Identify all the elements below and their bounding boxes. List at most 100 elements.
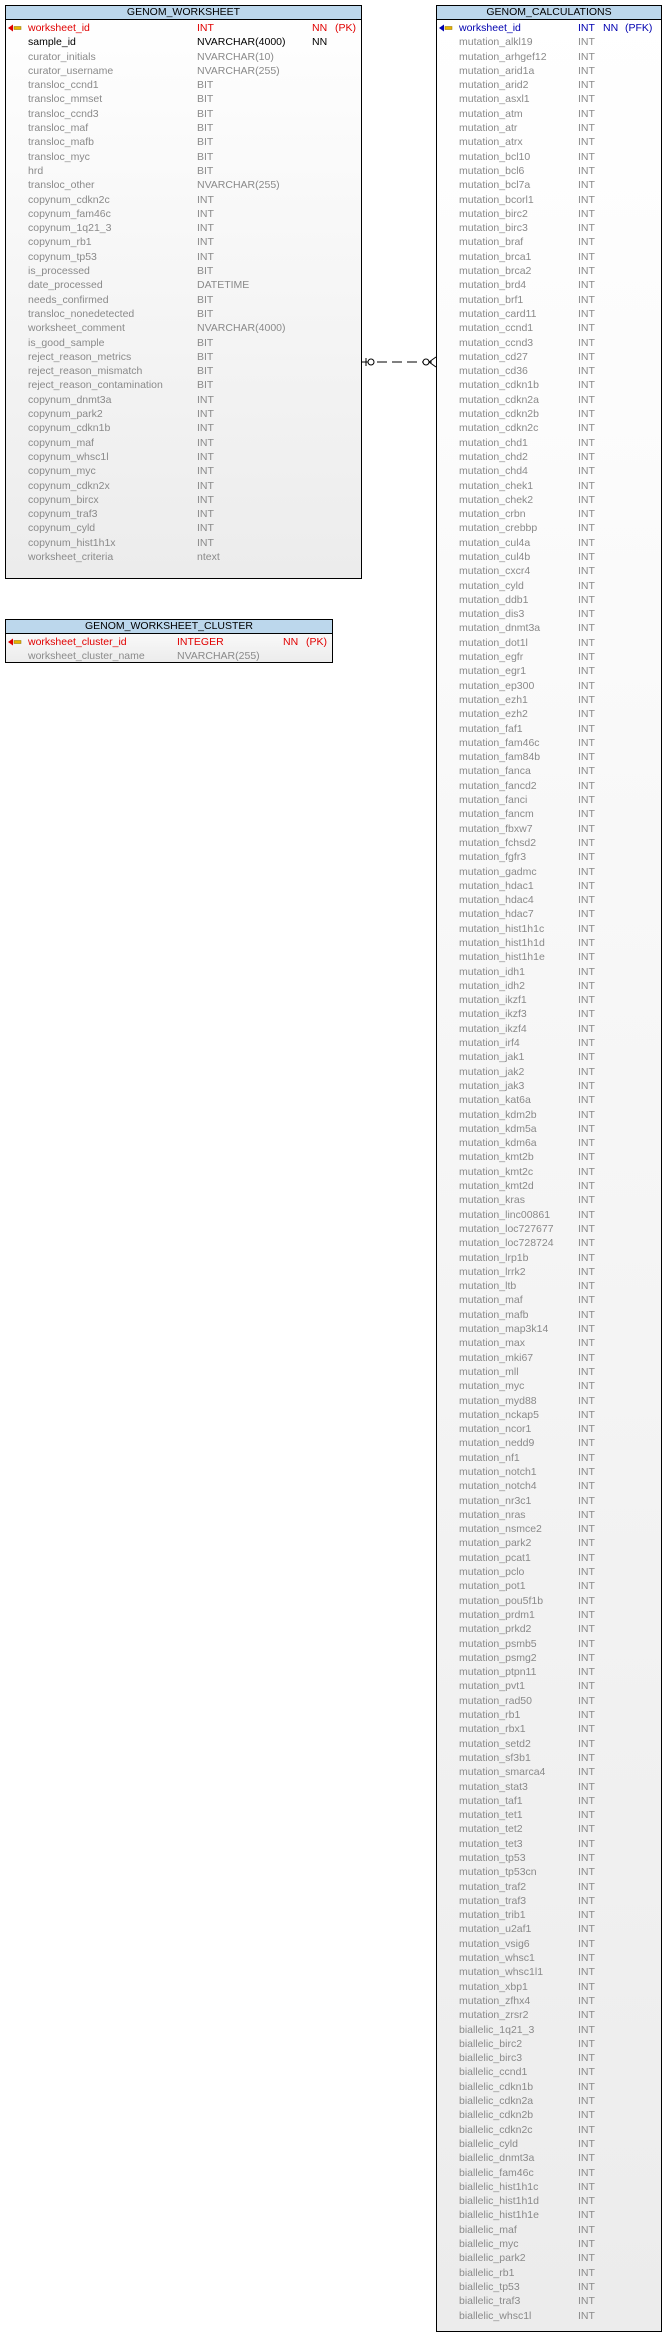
- genom-worksheet-cluster-table[interactable]: GENOM_WORKSHEET_CLUSTER worksheet_cluste…: [5, 619, 333, 663]
